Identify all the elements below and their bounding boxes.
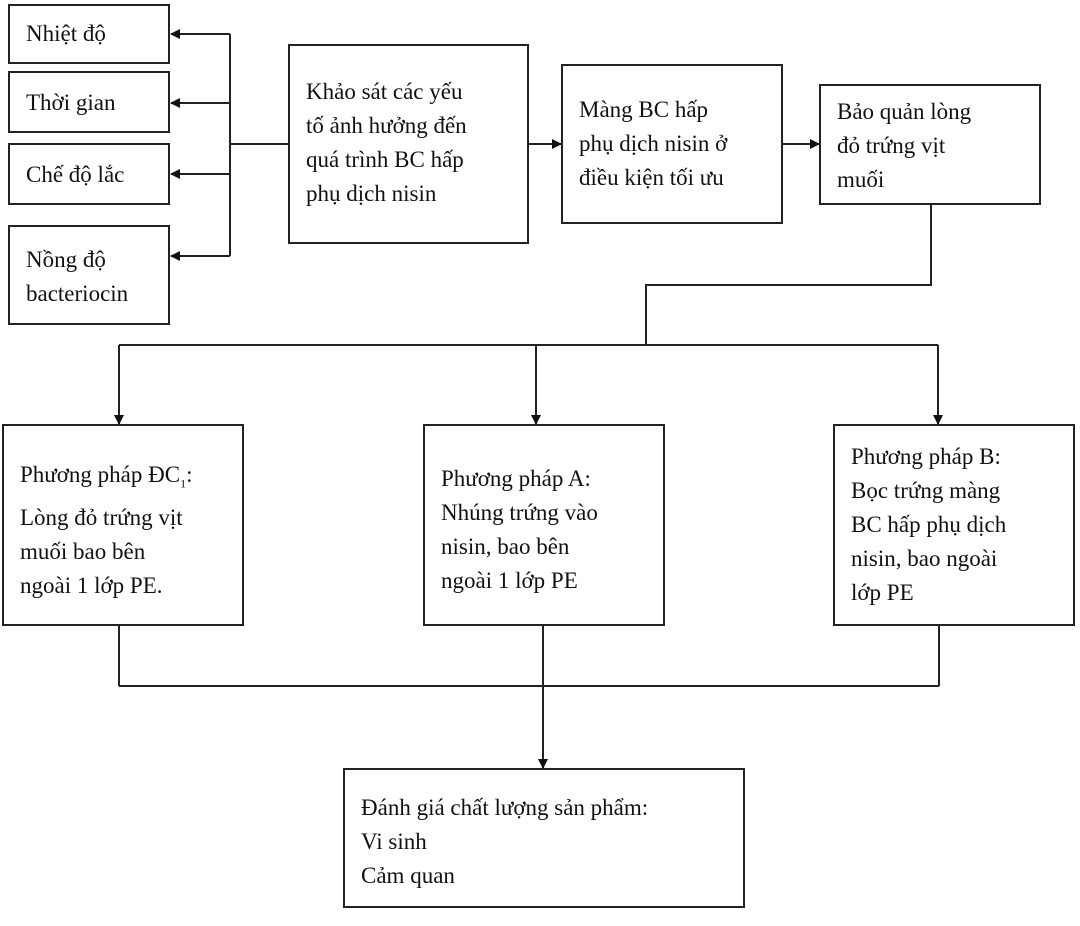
preserve-line-2: đỏ trứng vịt xyxy=(837,133,946,158)
method-a-line-2: Nhúng trứng vào xyxy=(441,500,598,525)
membrane-line-3: điều kiện tối ưu xyxy=(579,165,724,190)
membrane-line-1: Màng BC hấp xyxy=(579,97,709,122)
factor-time-box: Thời gian xyxy=(8,71,170,133)
evaluation-line-1: Đánh giá chất lượng sản phẩm: xyxy=(361,795,649,820)
preserve-line-1: Bảo quản lòng xyxy=(837,99,972,124)
method-dc-box: Phương pháp ĐC1: Lòng đỏ trứng vịt muối … xyxy=(2,424,244,626)
survey-line-4: phụ dịch nisin xyxy=(306,181,437,206)
method-dc-title-main: Phương pháp ĐC xyxy=(20,462,181,487)
membrane-line-2: phụ dịch nisin ở xyxy=(579,131,728,156)
method-dc-title-end: : xyxy=(186,462,193,487)
survey-line-1: Khảo sát các yếu xyxy=(306,79,463,104)
factor-concentration-line-2: bacteriocin xyxy=(26,281,129,306)
factor-shaking-box: Chế độ lắc xyxy=(8,143,170,205)
method-b-line-3: BC hấp phụ dịch xyxy=(851,512,1007,537)
evaluation-line-2: Vi sinh xyxy=(361,829,427,854)
method-b-line-5: lớp PE xyxy=(851,580,914,605)
method-dc-line-1: Lòng đỏ trứng vịt xyxy=(20,504,183,530)
method-a-line-1: Phương pháp A: xyxy=(441,466,591,491)
factor-concentration-box: Nồng độ bacteriocin xyxy=(8,225,170,325)
preserve-box: Bảo quản lòng đỏ trứng vịt muối xyxy=(819,84,1041,205)
factor-temperature-label: Nhiệt độ xyxy=(26,21,106,46)
method-b-line-2: Bọc trứng màng xyxy=(851,478,1001,503)
evaluation-line-3: Cảm quan xyxy=(361,863,455,888)
method-b-line-4: nisin, bao ngoài xyxy=(851,546,998,571)
method-dc-title: Phương pháp ĐC1: xyxy=(20,458,242,501)
factor-concentration-line-1: Nồng độ xyxy=(26,247,106,272)
factor-shaking-label: Chế độ lắc xyxy=(26,162,125,187)
method-a-line-4: ngoài 1 lớp PE xyxy=(441,568,578,593)
membrane-box: Màng BC hấp phụ dịch nisin ở điều kiện t… xyxy=(561,64,783,224)
method-b-box: Phương pháp B: Bọc trứng màng BC hấp phụ… xyxy=(833,424,1075,626)
survey-box: Khảo sát các yếu tố ảnh hưởng đến quá tr… xyxy=(288,44,529,244)
method-dc-title-sub: 1 xyxy=(180,476,187,491)
method-b-line-1: Phương pháp B: xyxy=(851,444,1001,469)
survey-line-2: tố ảnh hưởng đến xyxy=(306,113,467,138)
factor-temperature-box: Nhiệt độ xyxy=(8,4,170,64)
method-dc-line-3: ngoài 1 lớp PE. xyxy=(20,572,163,598)
factor-time-label: Thời gian xyxy=(26,90,116,115)
preserve-line-3: muối xyxy=(837,167,885,192)
method-dc-line-2: muối bao bên xyxy=(20,538,146,564)
method-a-line-3: nisin, bao bên xyxy=(441,534,570,559)
survey-line-3: quá trình BC hấp xyxy=(306,147,464,172)
method-a-box: Phương pháp A: Nhúng trứng vào nisin, ba… xyxy=(423,424,665,626)
evaluation-box: Đánh giá chất lượng sản phẩm: Vi sinh Cả… xyxy=(343,768,745,908)
